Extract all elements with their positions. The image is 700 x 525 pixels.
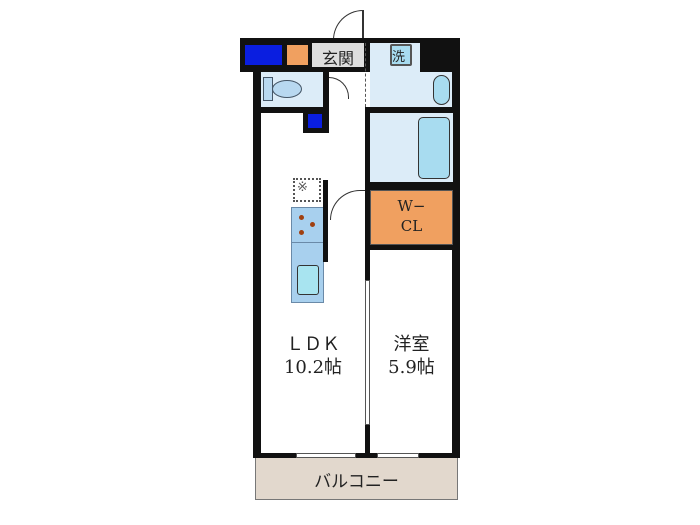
shoe-storage <box>287 45 308 65</box>
toilet-bottom-wall <box>253 107 328 113</box>
entrance-label: 玄関 <box>322 49 355 68</box>
range-hood-symbol: ※ <box>297 180 308 195</box>
entrance-door-leaf <box>362 10 364 40</box>
walk-in-closet-label: W− CL <box>397 197 426 235</box>
balcony-label: バルコニー <box>314 472 399 492</box>
bath-bottom-wall <box>365 182 460 190</box>
washer-space <box>390 44 412 66</box>
bath-wall <box>365 107 460 113</box>
burner <box>310 222 315 227</box>
ldk-label: ＬＤＫ <box>286 334 340 355</box>
range-hood <box>293 178 321 202</box>
right-wall <box>452 72 460 458</box>
burner <box>299 230 304 235</box>
western-room-label: 洋室 <box>393 334 430 355</box>
kitchen-wall <box>323 180 328 262</box>
bottom-wall <box>253 453 460 458</box>
storage-blue <box>245 45 282 65</box>
window <box>296 453 356 458</box>
corridor-wall <box>323 72 329 133</box>
balcony <box>255 458 458 500</box>
ldk-door <box>330 190 365 220</box>
sink <box>297 265 319 295</box>
left-wall <box>253 72 261 458</box>
entrance-door <box>333 10 363 40</box>
washbasin <box>433 75 450 105</box>
western-room-size: 5.9帖 <box>388 357 435 378</box>
top-right-block <box>420 38 460 72</box>
burner <box>299 215 304 220</box>
bathtub <box>418 117 450 179</box>
sliding-partition <box>365 280 370 425</box>
wash-door-track <box>365 43 369 107</box>
closet-bottom-wall <box>365 245 460 250</box>
pipe-shaft-blue <box>308 114 322 128</box>
ldk-size: 10.2帖 <box>283 357 343 378</box>
stove <box>291 207 324 243</box>
entrance-area <box>312 43 364 67</box>
window <box>377 453 419 458</box>
toilet-door <box>329 77 349 99</box>
walk-in-closet <box>370 190 453 245</box>
toilet-bowl <box>272 80 302 98</box>
washer-label: 洗 <box>392 50 406 65</box>
